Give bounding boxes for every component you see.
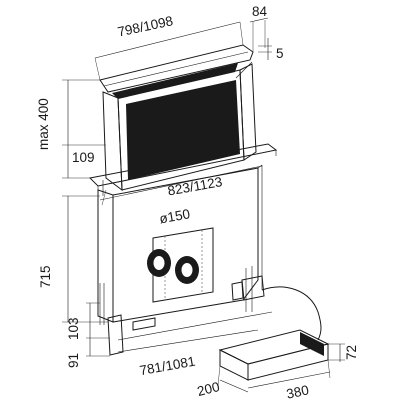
label-depth-top: 84 [252,4,268,19]
hood-body [97,164,322,356]
motor-box [218,329,330,381]
power-cable [261,286,322,341]
label-lip: 5 [276,46,284,61]
bottom-vent [132,317,156,331]
label-base-offset: 91 [66,353,81,368]
hood-right-side [239,63,257,161]
label-motor-width: 380 [285,382,310,400]
dim-line-width-top [94,21,241,59]
label-foot-height: 103 [66,317,81,340]
label-diameter: ø150 [158,206,191,226]
label-width-top: 798/1098 [116,13,174,39]
left-foot [107,314,124,356]
dim-line-width-bottom [117,329,259,353]
label-motor-height: 72 [344,345,359,360]
hood-cap-shadow [112,63,238,99]
duct-cutout [147,227,214,303]
right-bracket [241,275,265,301]
body-left [97,189,114,323]
label-width-bottom: 781/1081 [138,354,196,379]
label-body-height: 715 [38,265,53,288]
label-motor-depth: 200 [196,379,221,399]
dim-line-width-mid [99,165,263,201]
right-connector [231,281,244,301]
label-max-height: max 400 [36,98,51,150]
hood-top-assembly [99,44,257,192]
label-step: 109 [72,150,95,165]
label-width-mid: 823/1123 [166,174,223,198]
hood-cap [99,44,254,93]
motor-grille [300,332,324,356]
motor-front [219,349,249,381]
cutout-square [152,227,214,303]
